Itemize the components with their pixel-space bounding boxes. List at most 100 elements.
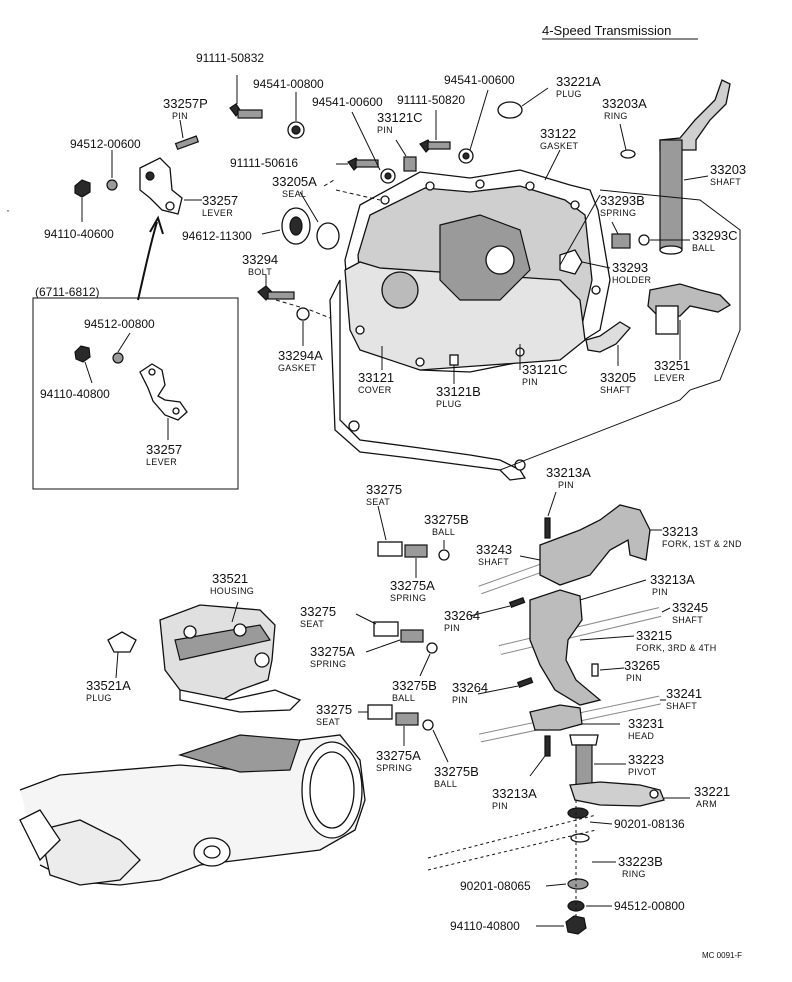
callout-description: BALL [692,243,715,253]
callout-description: BOLT [248,267,272,277]
cover-bolt-hole [591,285,601,295]
fork-33215 [529,589,602,706]
callout-description: SHAFT [710,177,741,187]
connector-line [499,189,741,471]
callout-description: HOUSING [210,586,254,596]
housing-port [183,625,197,639]
pin-33257p [174,135,200,151]
callout-number: 33264 [452,680,488,695]
callout-description: COVER [358,385,392,395]
inset-arrow-line [137,221,158,301]
spring-33275a [395,712,419,726]
case-bell-inner [309,751,355,829]
inset-lever-hole-a [148,368,156,376]
case-outline [329,279,527,481]
seat-33275 [367,704,393,720]
cover-boss [439,214,531,301]
callout-number: 94612-11300 [182,229,252,243]
leader [355,613,377,625]
callout-number: 33213A [492,786,537,801]
callout-description: PIN [492,801,508,811]
leader [469,605,511,617]
callout-number: 33521A [86,678,131,693]
cover-bolt-hole [570,200,580,210]
callout-description: SHAFT [478,557,509,567]
connector-line [559,194,601,266]
callout-number: 94541-00600 [312,95,383,109]
callout-number: 33243 [476,542,512,557]
callout-description: SHAFT [600,385,631,395]
callout-description: SEAL [282,189,306,199]
callout-description: BALL [432,527,455,537]
callout-number: 33275A [376,748,421,763]
leader [661,607,671,613]
shaft-33205 [585,321,632,353]
leader [547,491,557,517]
callout-labels: 91111-50832 94541-00800 94541-00600 3322… [40,51,746,933]
callout-number: 33294 [242,252,278,267]
ball-33275b [422,719,434,731]
callout-description: PIN [558,480,574,490]
spring-33275a [404,544,428,558]
nut-94110 [565,915,587,935]
callout-description: PLUG [86,693,112,703]
callout-number: 94110-40800 [450,919,520,933]
pin-33264 [516,676,534,688]
callout-description: PIN [452,695,468,705]
leader [432,729,449,763]
callout-number: 33205A [272,174,317,189]
callout-number: 33294A [278,348,323,363]
callout-description: HEAD [628,731,654,741]
cover-bolt-hole [425,181,435,191]
pin-33265 [591,663,599,677]
leader [477,685,519,695]
top-center-parts [336,87,549,184]
bolt-shank [237,109,263,119]
callout-number: 33275A [390,578,435,593]
leader [544,149,561,181]
leader [117,332,131,353]
callout-description: PIN [444,623,460,633]
cover-hole-left [381,271,419,309]
leader [469,89,489,151]
housing-parts [107,601,302,713]
leader [521,87,549,107]
callout-number: 33257 [202,193,238,208]
callout-number: 33121C [377,110,423,125]
leader [179,119,184,139]
callout-description: FORK, 3RD & 4TH [636,643,717,653]
callout-number: 33251 [654,358,690,373]
washer-90201-08065 [567,878,589,890]
housing-port [254,652,270,668]
right-parts [499,79,741,471]
housing-port [233,623,247,637]
housing-top-face [174,624,271,661]
callout-number: 33213A [650,572,695,587]
cover-bolt-hole [380,195,390,205]
case-bolt-hole [348,420,360,432]
callout-description: BALL [434,779,457,789]
pin-33264 [508,596,526,608]
cover-bolt-hole [415,357,425,367]
cover-assembly [323,149,611,481]
callout-description: PIN [172,111,188,121]
leader [351,111,381,171]
callout-description: PLUG [436,399,462,409]
callout-description: GASKET [278,363,317,373]
washer-90201-08136 [567,807,589,819]
callout-description: SHAFT [672,615,703,625]
leader [115,651,119,679]
leader [619,123,627,151]
leader [579,635,635,641]
case-bolt-hole [514,459,526,471]
callout-number: 90201-08065 [460,879,531,893]
callout-number: 33122 [540,126,576,141]
callout-number: 33275 [300,604,336,619]
top-left-parts [74,75,340,346]
inset-arrow-head [149,215,164,235]
seal-ring-center [289,216,303,236]
leader [395,139,407,157]
callout-number: 94512-00600 [70,137,141,151]
